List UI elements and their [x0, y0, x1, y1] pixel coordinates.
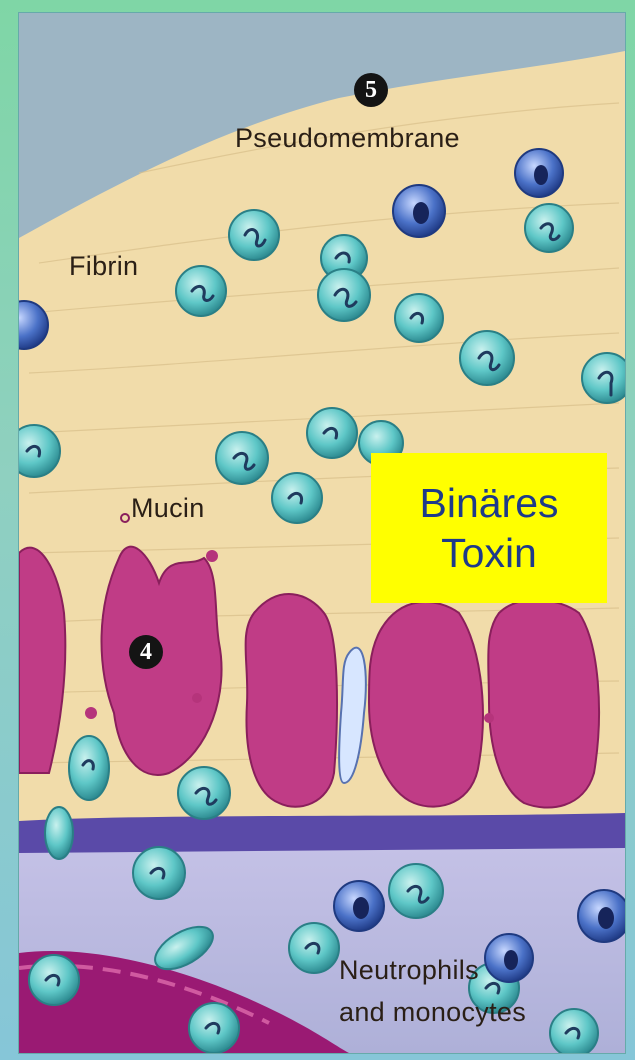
illustration-frame: Pseudomembrane Fibrin Mucin Neutrophils … — [18, 12, 626, 1054]
marker-4: 4 — [129, 635, 163, 669]
fibrin-label: Fibrin — [69, 251, 138, 282]
marker-5: 5 — [354, 73, 388, 107]
pseudomembrane-label: Pseudomembrane — [235, 123, 460, 154]
mucin-label: Mucin — [131, 493, 205, 524]
monocytes-label: and monocytes — [339, 997, 526, 1028]
neutrophils-label: Neutrophils — [339, 955, 479, 986]
toxin-line1: Binäres — [419, 478, 558, 528]
toxin-line2: Toxin — [441, 528, 537, 578]
binary-toxin-highlight: Binäres Toxin — [371, 453, 607, 603]
